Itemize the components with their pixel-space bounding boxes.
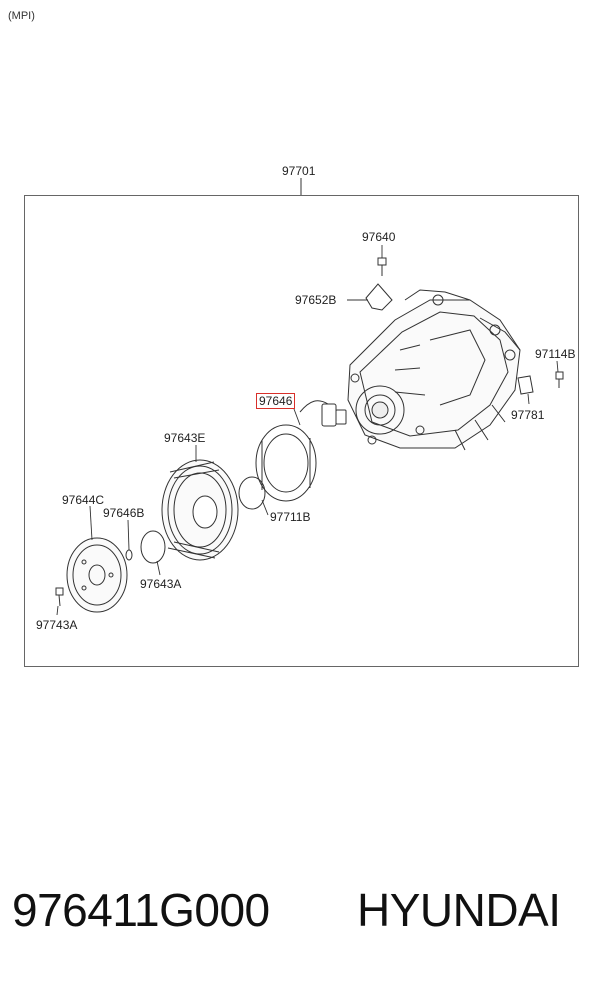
variant-label: (MPI) — [8, 10, 35, 22]
label-97643A: 97643A — [140, 577, 182, 591]
bolt-97743A — [55, 587, 64, 607]
footer-caption: 976411G000 HYUNDAI — [12, 880, 592, 940]
label-97644C: 97644C — [62, 493, 105, 507]
diagram-frame — [24, 195, 579, 667]
label-97652B: 97652B — [295, 293, 337, 307]
label-97640: 97640 — [362, 230, 396, 244]
label-97711B: 97711B — [270, 510, 311, 524]
footer-brand: HYUNDAI — [357, 884, 561, 936]
snap-ring-pulley — [140, 530, 166, 564]
shim — [125, 549, 133, 561]
bolt-97114B — [555, 371, 564, 388]
label-97646-highlighted: 97646 — [256, 393, 296, 409]
label-97701: 97701 — [282, 164, 316, 178]
label-97114B: 97114B — [535, 347, 576, 361]
snap-ring-coil — [238, 476, 266, 510]
label-97743A: 97743A — [36, 618, 78, 632]
label-97781: 97781 — [511, 408, 545, 422]
bolt-97640 — [377, 257, 387, 276]
clutch-disc — [66, 537, 128, 613]
footer-part-number: 976411G000 — [12, 884, 270, 936]
compressor-body — [347, 289, 521, 451]
connector-97646 — [299, 400, 347, 427]
label-97646B: 97646B — [103, 506, 145, 520]
bracket-97781 — [517, 375, 534, 395]
pulley — [161, 459, 239, 561]
bracket-97652B — [365, 283, 393, 311]
label-97643E: 97643E — [164, 431, 206, 445]
field-coil — [255, 424, 317, 502]
leader-lines — [56, 245, 559, 616]
